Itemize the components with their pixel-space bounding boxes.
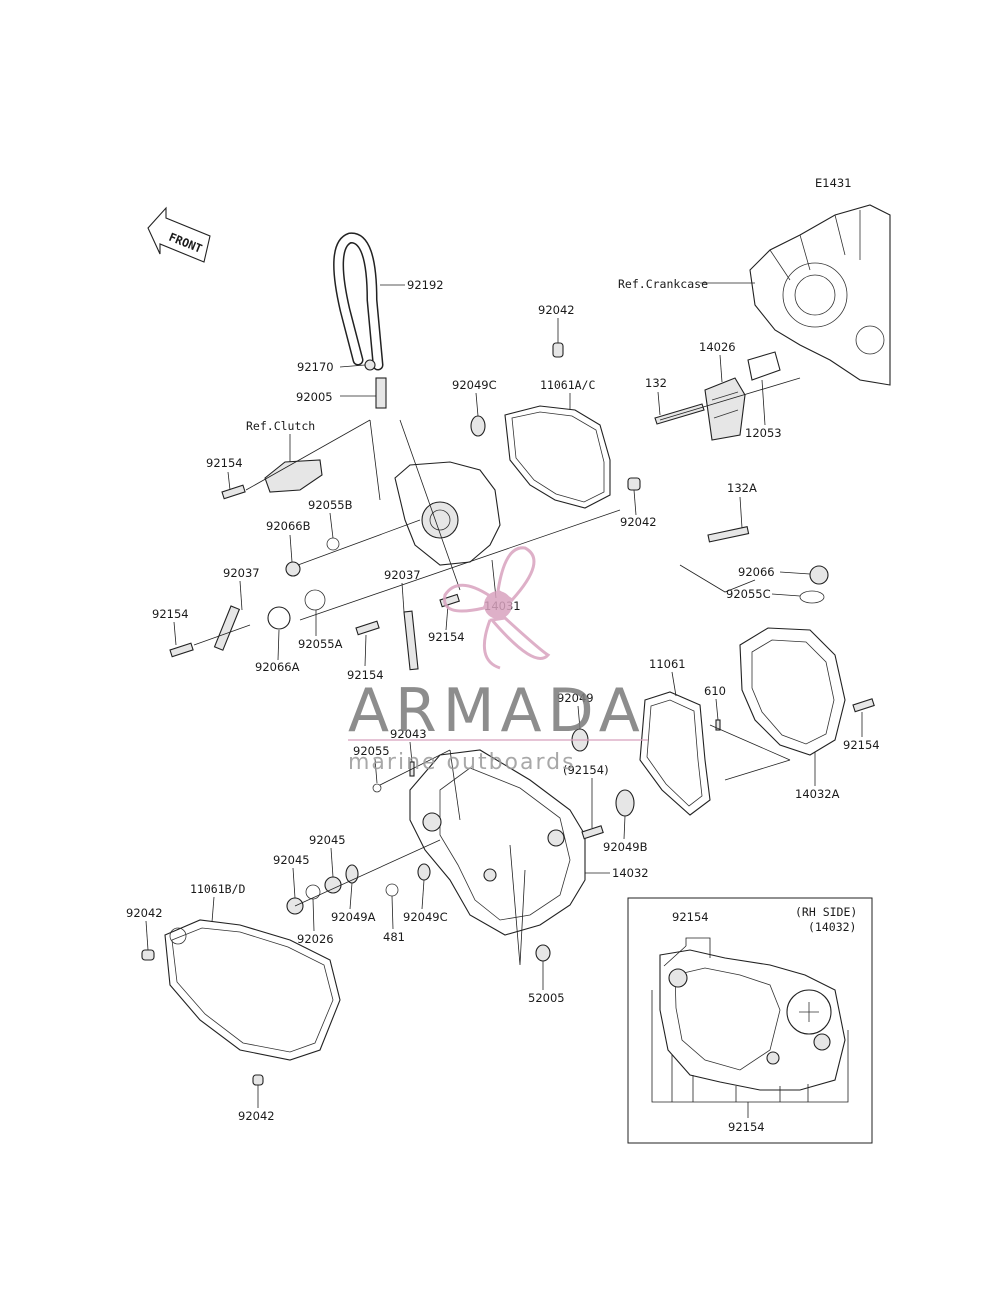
part-labels: 92192 92170 92005 92042 92049C 11061A/C … [126,277,880,1123]
rh-side-inset: 92154 (RH SIDE) (14032) 92154 [627,897,873,1144]
label-92049c-low: 92049C [403,910,448,924]
diagram-code: E1431 [815,176,852,190]
sensor-bracket-14026 [704,377,746,441]
label-92055b: 92055B [308,498,353,512]
label-92154-a: 92154 [206,456,243,470]
label-132: 132 [645,376,667,390]
watermark-brand: ARMADA [348,676,646,746]
watermark: ARMADA marine outboards [348,546,648,775]
plug-92066 [809,565,829,585]
label-92037-mid: 92037 [384,568,421,582]
label-92049: 92049 [557,691,594,705]
gasket-11061 [639,691,711,816]
label-14032a: 14032A [795,787,840,801]
label-92005: 92005 [296,390,333,404]
label-12053: 12053 [745,426,782,440]
gasket-11061ac [504,405,611,509]
label-92055c: 92055C [726,587,771,601]
label-92043: 92043 [390,727,427,741]
label-11061bd: 11061B/D [190,882,245,896]
label-92192: 92192 [407,278,444,292]
label-610: 610 [704,684,726,698]
bolt-132a [707,526,750,543]
oring-92055a [304,589,326,611]
circlip-481 [385,883,399,897]
right-crankcase-cover-14032 [409,749,586,936]
bolt-92154-d [169,642,194,658]
label-52005: 52005 [528,991,565,1005]
bolt-92154-e [852,698,875,713]
label-92154-d: 92154 [152,607,189,621]
clutch-ref-part [264,459,323,493]
bolt-92154-c [355,620,380,636]
generator-cover-14031 [394,461,501,566]
propeller-logo-icon [443,546,551,670]
seal-92049c-low [417,863,431,881]
bolt-92154-paren [581,825,604,840]
label-92049b: 92049B [603,840,648,854]
label-92154-e: 92154 [843,738,880,752]
label-92042-top: 92042 [538,303,575,317]
inset-bottom-label: 92154 [728,1120,765,1134]
label-92170: 92170 [297,360,334,374]
label-92154-b: 92154 [428,630,465,644]
dowel-92042-bottom [252,1074,264,1086]
label-92026: 92026 [297,932,334,946]
watermark-tagline: marine outboards [348,750,576,775]
dowel-92042-mid [627,477,641,491]
label-92045-b: 92045 [273,853,310,867]
clutch-cover-14032a [739,627,846,756]
plug-92066b [285,561,301,577]
seal-92049b [615,789,635,817]
label-ref-clutch: Ref.Clutch [246,419,315,433]
gasket-11061bd [164,919,341,1061]
label-14026: 14026 [699,340,736,354]
inset-top-label: 92154 [672,910,709,924]
label-92037-left: 92037 [223,566,260,580]
inset-title: (RH SIDE) [795,905,857,919]
label-92055a: 92055A [298,637,343,651]
fitting-92005 [375,377,387,409]
front-arrow-icon: FRONT [147,206,211,263]
label-11061ac: 11061A/C [540,378,595,392]
label-92049a: 92049A [331,910,376,924]
crankcase-ref-drawing [749,204,891,386]
seal-52005 [535,944,551,962]
dowel-92042-left [141,949,155,961]
bearing-92045-a [324,876,342,894]
oring-92055 [372,783,382,793]
label-14032: 14032 [612,866,649,880]
label-92045-a: 92045 [309,833,346,847]
label-92042-mid: 92042 [620,515,657,529]
label-92042-left: 92042 [126,906,163,920]
label-11061: 11061 [649,657,686,671]
label-92049c-top: 92049C [452,378,497,392]
bolt-92154-a [221,484,246,500]
cap-92066a [267,606,291,630]
label-ref-crankcase: Ref.Crankcase [618,277,708,291]
label-132a: 132A [727,481,757,495]
label-92066: 92066 [738,565,775,579]
bolt-92154-b [439,593,460,608]
dowel-92042-top [552,342,564,358]
washer-92026 [305,884,321,900]
pin-92037-left [213,605,241,651]
pin-92037-mid [403,610,419,671]
plate-12053 [747,351,781,381]
label-92154-paren: (92154) [563,763,609,777]
label-92154-c: 92154 [347,668,384,682]
seal-92049c-top [470,415,486,437]
inset-subtitle: (14032) [808,920,856,934]
oring-92055c [799,590,825,604]
label-92066b: 92066B [266,519,311,533]
label-92042-bottom: 92042 [238,1109,275,1123]
label-92055: 92055 [353,744,390,758]
oring-92055b [326,537,340,551]
label-92066a: 92066A [255,660,300,674]
clamp-92170 [364,359,376,371]
label-481: 481 [383,930,405,944]
